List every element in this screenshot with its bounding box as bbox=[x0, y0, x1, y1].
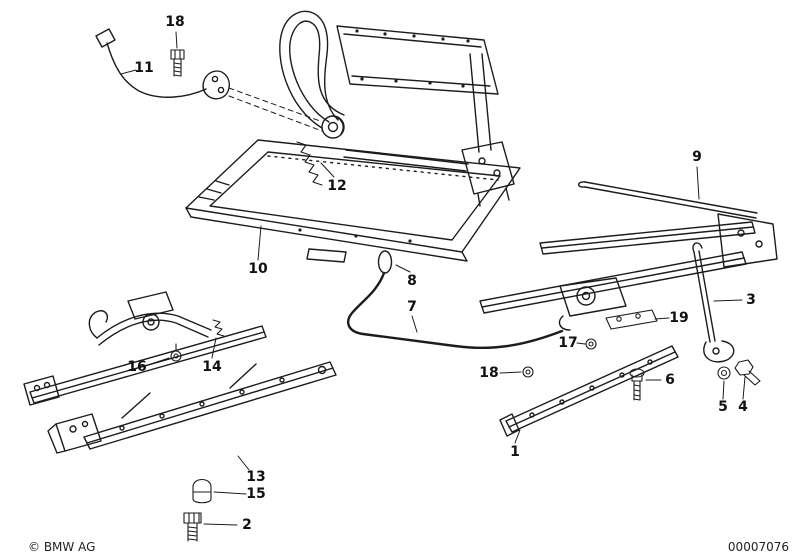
callout-16: 16 bbox=[127, 359, 147, 375]
callout-11: 11 bbox=[134, 60, 154, 76]
callout-4: 4 bbox=[738, 399, 748, 415]
clip-part-14 bbox=[212, 319, 225, 337]
callout-18-lower: 18 bbox=[479, 365, 499, 381]
callout-14: 14 bbox=[202, 359, 222, 375]
callout-13: 13 bbox=[246, 469, 266, 485]
callout-19: 19 bbox=[669, 310, 689, 326]
callout-12: 12 bbox=[327, 178, 347, 194]
bolt-part-4 bbox=[734, 359, 761, 386]
callout-18-top: 18 bbox=[165, 14, 185, 30]
spring-part-16 bbox=[170, 343, 182, 362]
diagram-number: 00007076 bbox=[727, 540, 789, 554]
dashed-alignment-lines bbox=[228, 87, 323, 132]
callout-6: 6 bbox=[665, 372, 675, 388]
leader-lines bbox=[120, 31, 746, 526]
spring-part-12 bbox=[296, 141, 323, 186]
cable-part-11 bbox=[95, 28, 207, 98]
callout-2: 2 bbox=[242, 517, 252, 533]
nut-part-18-lower bbox=[522, 366, 534, 378]
plate-part-19 bbox=[605, 309, 658, 330]
rail-part-1 bbox=[499, 345, 679, 437]
bolt-part-6 bbox=[629, 368, 645, 401]
left-rail-assembly-part-13 bbox=[23, 291, 337, 454]
callout-5: 5 bbox=[718, 399, 728, 415]
callout-7: 7 bbox=[407, 299, 417, 315]
nut-part-17 bbox=[585, 338, 597, 350]
right-rail-assembly-part-9 bbox=[479, 181, 778, 331]
link-part-3 bbox=[692, 242, 735, 363]
copyright-text: © BMW AG bbox=[28, 540, 96, 554]
washer-part-5 bbox=[717, 366, 731, 380]
callout-8: 8 bbox=[407, 273, 417, 289]
buffer-part-15 bbox=[192, 478, 212, 504]
callout-9: 9 bbox=[692, 149, 702, 165]
callout-17: 17 bbox=[558, 335, 578, 351]
callout-3: 3 bbox=[746, 292, 756, 308]
callout-1: 1 bbox=[510, 444, 520, 460]
callout-10: 10 bbox=[248, 261, 268, 277]
handle-parts-7-8 bbox=[347, 250, 564, 350]
callout-15: 15 bbox=[246, 486, 266, 502]
cam-plate bbox=[202, 70, 230, 100]
bolt-part-2 bbox=[183, 512, 202, 542]
bolt-part-18-top bbox=[170, 49, 185, 77]
backrest-frame bbox=[279, 10, 515, 207]
seat-frame-part-10 bbox=[185, 139, 521, 263]
